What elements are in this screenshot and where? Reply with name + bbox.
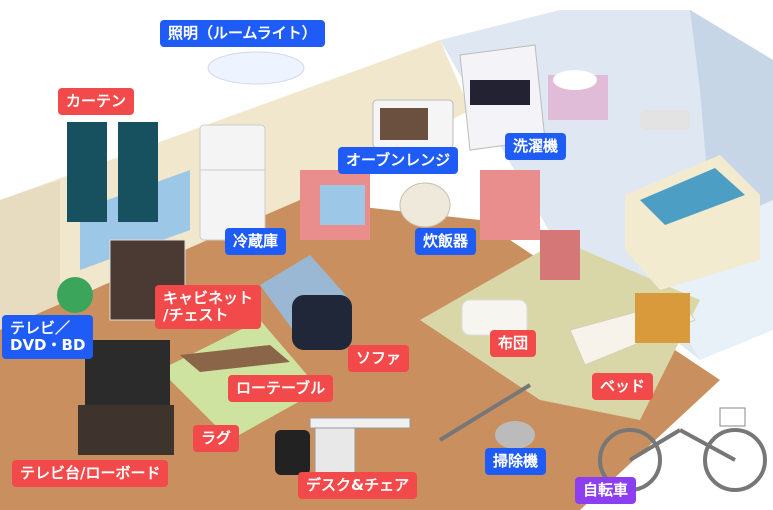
- left-wall: [0, 180, 60, 350]
- label-tv-line1: テレビ／: [10, 319, 71, 337]
- curtain-right: [118, 122, 158, 222]
- vacuum-cleaner: [438, 383, 532, 442]
- label-oven: オーブンレンジ: [338, 147, 459, 174]
- label-desk-chair: デスク&チェア: [298, 472, 418, 499]
- label-ceiling-light: 照明（ルームライト）: [160, 20, 325, 47]
- label-cabinet-line1: キャビネット: [163, 289, 254, 307]
- label-rug: ラグ: [193, 425, 240, 452]
- label-cabinet-line2: /チェスト: [163, 306, 229, 324]
- fridge: [199, 124, 266, 241]
- curtain-left: [67, 122, 107, 222]
- label-cabinet: キャビネット /チェスト: [155, 285, 262, 329]
- low-table: [180, 345, 290, 372]
- storage-box: [540, 230, 580, 280]
- label-rice-cooker: 炊飯器: [415, 228, 477, 255]
- label-tv-line2: DVD・BD: [10, 336, 86, 354]
- label-tv-stand: テレビ台/ローボード: [12, 460, 169, 487]
- label-fridge: 冷蔵庫: [225, 228, 287, 255]
- sofa: [292, 295, 352, 350]
- label-low-table: ローテーブル: [228, 375, 334, 402]
- tv: [85, 340, 170, 405]
- label-washer: 洗濯機: [505, 133, 567, 160]
- air-heater: [640, 110, 690, 130]
- rice-cooker: [399, 182, 451, 228]
- ceiling-light: [207, 51, 305, 85]
- label-vacuum: 掃除機: [485, 448, 547, 475]
- chair: [275, 430, 310, 475]
- label-bicycle: 自転車: [575, 477, 637, 504]
- label-sofa: ソファ: [348, 345, 410, 372]
- tv-stand: [78, 405, 174, 455]
- plant: [57, 277, 93, 313]
- label-futon: 布団: [490, 330, 537, 357]
- label-tv: テレビ／ DVD・BD: [2, 315, 94, 359]
- label-curtain: カーテン: [58, 88, 135, 115]
- desk: [309, 417, 411, 429]
- label-bed: ベッド: [592, 373, 654, 400]
